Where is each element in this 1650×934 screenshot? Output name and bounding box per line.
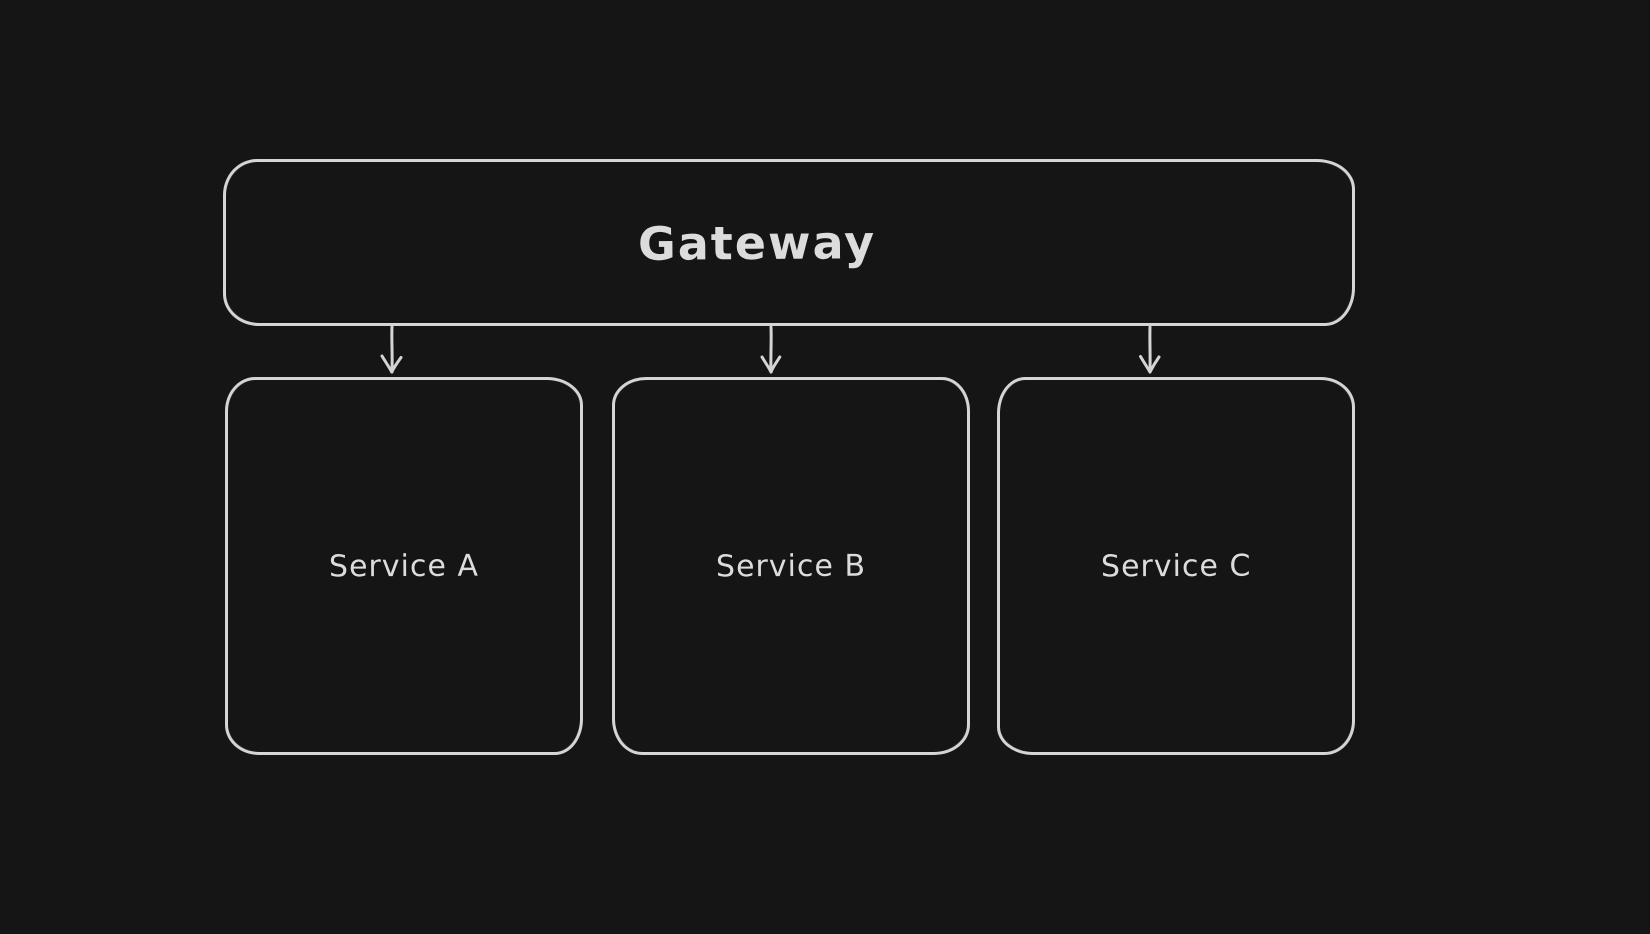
service-b-node-label: Service B — [715, 548, 867, 584]
arrow-gateway-to-service-a — [375, 325, 409, 377]
gateway-node-label: Gateway — [637, 214, 877, 271]
service-c-node-label: Service C — [1100, 548, 1252, 584]
service-c-node: Service C — [997, 377, 1355, 755]
gateway-node: Gateway — [223, 159, 1355, 326]
arrow-gateway-to-service-c — [1133, 325, 1167, 377]
service-b-node: Service B — [612, 377, 970, 755]
arrow-gateway-to-service-b — [754, 325, 788, 377]
service-a-node: Service A — [225, 377, 583, 755]
service-a-node-label: Service A — [328, 548, 480, 584]
